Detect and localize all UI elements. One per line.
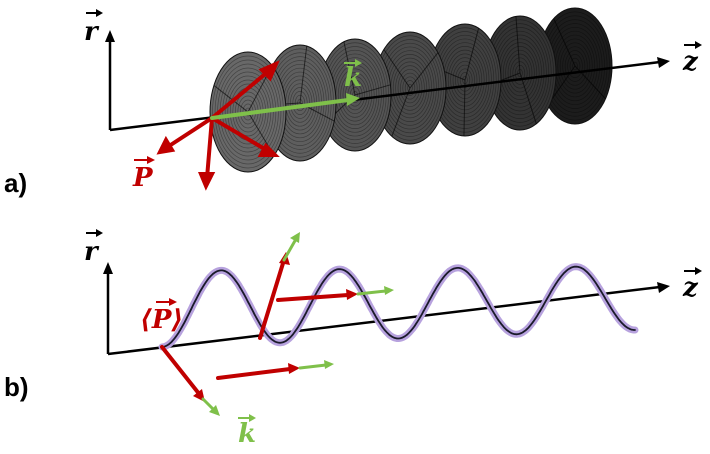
panel-a-p-vectors: [156, 60, 280, 191]
rotating-disk-stack: [209, 7, 613, 173]
panel-b-vectors: [160, 232, 394, 416]
panel-a: r z P k a): [4, 7, 702, 198]
panel-a-z-text: z: [682, 47, 699, 77]
panel-b-r-text: r: [84, 237, 100, 267]
panel-a-label: a): [4, 168, 27, 198]
panel-b-z-axis: [107, 285, 661, 356]
panel-a-k-vector: [210, 93, 360, 120]
panel-b-k-text: k: [238, 419, 256, 449]
panel-b-r-axis-arrowhead: [103, 262, 113, 274]
panel-a-p-label: P: [132, 156, 155, 193]
panel-b-p-avg-label: ⟨P⟩: [140, 298, 183, 335]
panel-b: r z ⟨P⟩ k b): [4, 229, 702, 449]
panel-a-r-text: r: [84, 17, 100, 47]
panel-b-label: b): [4, 372, 29, 402]
panel-a-z-axis-arrowhead: [657, 57, 670, 68]
panel-a-k-label: k: [344, 59, 362, 93]
panel-b-p-avg-text: ⟨P⟩: [140, 305, 183, 335]
panel-b-r-label: r: [84, 229, 103, 267]
helix-curve: [161, 265, 636, 348]
disk: [428, 23, 502, 137]
panel-b-z-label: z: [682, 267, 702, 303]
panel-a-r-label: r: [84, 9, 103, 47]
panel-a-z-axis: [109, 60, 661, 132]
panel-a-z-label: z: [682, 41, 702, 77]
disk: [483, 15, 557, 131]
panel-a-k-text: k: [344, 63, 362, 93]
panel-b-z-axis-arrowhead: [657, 282, 670, 293]
panel-b-k-label: k: [238, 414, 256, 449]
panel-a-r-axis-arrowhead: [105, 30, 115, 42]
panel-b-z-text: z: [682, 273, 699, 303]
panel-a-p-text: P: [132, 163, 154, 193]
